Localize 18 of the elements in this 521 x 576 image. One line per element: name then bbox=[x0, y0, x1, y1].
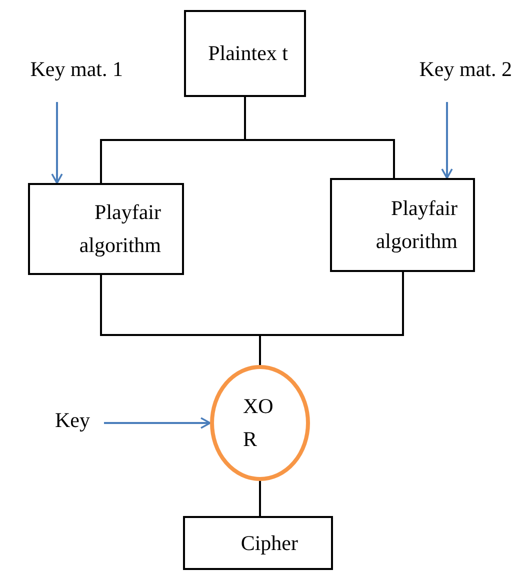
arrow bbox=[51, 102, 63, 184]
node-label: Key bbox=[55, 406, 91, 434]
process-box bbox=[330, 178, 475, 272]
connector-line bbox=[259, 481, 261, 516]
process-box bbox=[184, 10, 306, 97]
node-label: Cipher bbox=[240, 530, 298, 557]
node-label: Playfair algorithm bbox=[374, 195, 458, 255]
connector-line bbox=[244, 97, 395, 178]
node-label: Playfair algorithm bbox=[78, 199, 161, 259]
node-label: Plaintex t bbox=[207, 40, 288, 68]
arrow bbox=[441, 102, 453, 179]
node-label: XO R bbox=[243, 393, 274, 453]
node-label: Key mat. 2 bbox=[418, 56, 512, 83]
connector-line bbox=[259, 272, 404, 365]
process-box bbox=[28, 183, 184, 275]
arrow bbox=[104, 417, 211, 429]
node-label: Key mat. 1 bbox=[29, 56, 123, 83]
process-box bbox=[183, 516, 333, 570]
